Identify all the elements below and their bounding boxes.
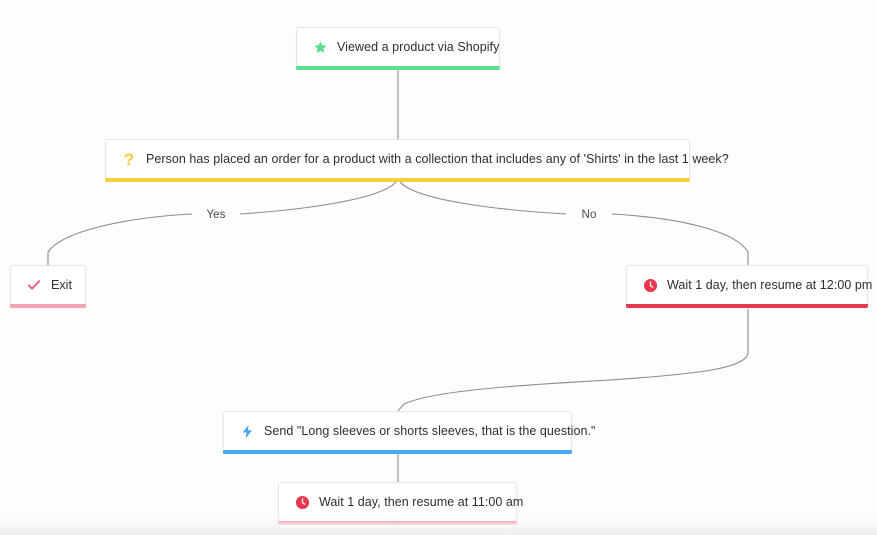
flow-node-trigger[interactable]: Viewed a product via Shopify xyxy=(296,27,500,70)
check-icon xyxy=(17,277,51,293)
flow-node-exit[interactable]: Exit xyxy=(10,265,86,308)
flow-node-label: Viewed a product via Shopify xyxy=(337,40,500,54)
clock-icon xyxy=(285,495,319,510)
edge-label-yes: Yes xyxy=(199,209,233,221)
flow-node-send-message[interactable]: Send "Long sleeves or shorts sleeves, th… xyxy=(223,411,595,454)
flow-node-label: Exit xyxy=(51,278,73,292)
clock-icon xyxy=(633,278,667,293)
edge-wait1-to-send xyxy=(397,309,749,412)
flow-node-label: Wait 1 day, then resume at 11:00 am xyxy=(319,495,524,509)
question-mark-icon: ? xyxy=(123,149,135,169)
flow-node-label: Person has placed an order for a product… xyxy=(146,152,729,166)
star-icon xyxy=(303,40,337,55)
flow-node-label: Wait 1 day, then resume at 12:00 pm xyxy=(667,278,873,292)
flow-node-wait-2[interactable]: Wait 1 day, then resume at 11:00 am xyxy=(278,482,523,525)
edge-condition-no-to-wait1 xyxy=(399,181,567,215)
flow-node-wait-1[interactable]: Wait 1 day, then resume at 12:00 pm xyxy=(626,265,872,308)
flow-node-label: Send "Long sleeves or shorts sleeves, th… xyxy=(264,424,596,438)
edge-condition-yes-to-exit xyxy=(239,181,397,215)
edge-condition-no-to-wait1-tail xyxy=(611,213,749,265)
lightning-bolt-icon xyxy=(230,423,264,440)
edge-label-no: No xyxy=(574,209,604,221)
edge-condition-yes-to-exit-tail xyxy=(47,213,193,265)
flow-node-condition[interactable]: ? Person has placed an order for a produ… xyxy=(105,139,729,182)
